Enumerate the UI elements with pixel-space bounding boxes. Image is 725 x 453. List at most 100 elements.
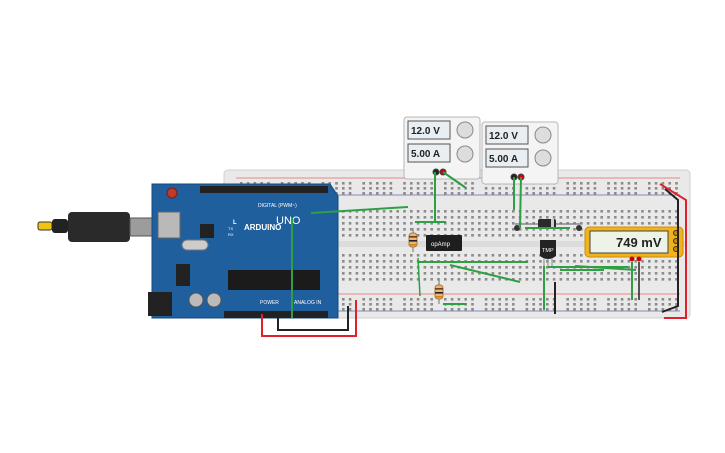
breadboard-hole[interactable] xyxy=(654,182,658,185)
breadboard-hole[interactable] xyxy=(525,272,529,275)
breadboard-hole[interactable] xyxy=(566,192,569,195)
breadboard-hole[interactable] xyxy=(410,216,413,219)
breadboard-hole[interactable] xyxy=(620,182,624,185)
breadboard-hole[interactable] xyxy=(586,298,590,301)
breadboard-hole[interactable] xyxy=(382,182,386,185)
breadboard-hole[interactable] xyxy=(376,266,379,269)
breadboard-hole[interactable] xyxy=(648,182,651,185)
breadboard-hole[interactable] xyxy=(471,298,474,301)
breadboard-hole[interactable] xyxy=(648,187,651,190)
breadboard-hole[interactable] xyxy=(668,216,671,219)
breadboard-hole[interactable] xyxy=(478,234,481,237)
breadboard-hole[interactable] xyxy=(444,266,447,269)
breadboard-hole[interactable] xyxy=(546,278,549,281)
breadboard-hole[interactable] xyxy=(382,278,386,281)
breadboard-hole[interactable] xyxy=(410,308,413,311)
breadboard-hole[interactable] xyxy=(457,298,461,301)
breadboard-hole[interactable] xyxy=(389,260,393,263)
breadboard-hole[interactable] xyxy=(546,298,549,301)
breadboard-hole[interactable] xyxy=(573,254,576,257)
breadboard-hole[interactable] xyxy=(675,278,678,281)
breadboard-hole[interactable] xyxy=(362,234,365,237)
breadboard-hole[interactable] xyxy=(464,234,467,237)
breadboard-hole[interactable] xyxy=(410,278,413,281)
breadboard-hole[interactable] xyxy=(620,278,624,281)
breadboard-hole[interactable] xyxy=(654,187,658,190)
breadboard-hole[interactable] xyxy=(614,216,617,219)
breadboard-hole[interactable] xyxy=(607,260,610,263)
breadboard-hole[interactable] xyxy=(450,192,454,195)
breadboard-hole[interactable] xyxy=(539,187,542,190)
breadboard-hole[interactable] xyxy=(471,272,474,275)
breadboard-hole[interactable] xyxy=(546,234,549,237)
breadboard-hole[interactable] xyxy=(586,222,590,225)
breadboard-hole[interactable] xyxy=(403,234,406,237)
breadboard-hole[interactable] xyxy=(546,192,549,195)
breadboard-hole[interactable] xyxy=(430,272,433,275)
breadboard-hole[interactable] xyxy=(369,187,372,190)
breadboard-hole[interactable] xyxy=(498,278,501,281)
breadboard-hole[interactable] xyxy=(403,222,406,225)
breadboard-hole[interactable] xyxy=(505,210,508,213)
breadboard-hole[interactable] xyxy=(491,216,495,219)
breadboard-hole[interactable] xyxy=(641,210,644,213)
breadboard-hole[interactable] xyxy=(382,222,386,225)
breadboard-hole[interactable] xyxy=(661,210,665,213)
breadboard-hole[interactable] xyxy=(586,278,590,281)
breadboard-hole[interactable] xyxy=(457,308,461,311)
tmp-sensor[interactable]: TMP xyxy=(540,240,556,266)
breadboard-hole[interactable] xyxy=(403,272,406,275)
breadboard-hole[interactable] xyxy=(546,266,549,269)
breadboard-hole[interactable] xyxy=(614,278,617,281)
breadboard-hole[interactable] xyxy=(362,260,365,263)
breadboard-hole[interactable] xyxy=(484,266,488,269)
breadboard-hole[interactable] xyxy=(389,254,393,257)
breadboard-hole[interactable] xyxy=(491,303,495,306)
breadboard-hole[interactable] xyxy=(369,272,372,275)
breadboard-hole[interactable] xyxy=(532,228,535,231)
breadboard-hole[interactable] xyxy=(546,308,549,311)
breadboard-hole[interactable] xyxy=(525,187,529,190)
breadboard-hole[interactable] xyxy=(614,272,617,275)
breadboard-hole[interactable] xyxy=(478,228,481,231)
breadboard-hole[interactable] xyxy=(450,216,454,219)
breadboard-hole[interactable] xyxy=(552,260,556,263)
breadboard-hole[interactable] xyxy=(518,228,522,231)
breadboard-hole[interactable] xyxy=(573,228,576,231)
breadboard-hole[interactable] xyxy=(389,187,393,190)
breadboard-hole[interactable] xyxy=(532,254,535,257)
breadboard-hole[interactable] xyxy=(369,216,372,219)
breadboard-hole[interactable] xyxy=(552,210,556,213)
breadboard-hole[interactable] xyxy=(484,278,488,281)
breadboard-hole[interactable] xyxy=(566,210,569,213)
breadboard-hole[interactable] xyxy=(675,260,678,263)
breadboard-hole[interactable] xyxy=(444,187,447,190)
breadboard-hole[interactable] xyxy=(423,216,427,219)
breadboard-hole[interactable] xyxy=(253,182,257,185)
breadboard-hole[interactable] xyxy=(342,303,345,306)
breadboard-hole[interactable] xyxy=(457,216,461,219)
breadboard-hole[interactable] xyxy=(661,182,665,185)
breadboard-hole[interactable] xyxy=(580,308,583,311)
breadboard-hole[interactable] xyxy=(661,303,665,306)
breadboard-hole[interactable] xyxy=(389,210,393,213)
breadboard-hole[interactable] xyxy=(641,216,644,219)
breadboard-hole[interactable] xyxy=(335,182,338,185)
breadboard-hole[interactable] xyxy=(505,272,508,275)
breadboard-hole[interactable] xyxy=(444,222,447,225)
breadboard-hole[interactable] xyxy=(348,192,352,195)
breadboard-hole[interactable] xyxy=(505,192,508,195)
breadboard-hole[interactable] xyxy=(675,308,678,311)
breadboard-hole[interactable] xyxy=(593,260,597,263)
breadboard-hole[interactable] xyxy=(512,254,515,257)
breadboard-hole[interactable] xyxy=(396,216,399,219)
breadboard-hole[interactable] xyxy=(437,228,440,231)
breadboard-hole[interactable] xyxy=(532,303,535,306)
probe-positive[interactable] xyxy=(629,256,635,262)
breadboard-hole[interactable] xyxy=(362,228,365,231)
breadboard-hole[interactable] xyxy=(478,254,481,257)
breadboard-hole[interactable] xyxy=(648,260,651,263)
breadboard-hole[interactable] xyxy=(410,266,413,269)
breadboard-hole[interactable] xyxy=(403,187,406,190)
breadboard-hole[interactable] xyxy=(416,303,420,306)
